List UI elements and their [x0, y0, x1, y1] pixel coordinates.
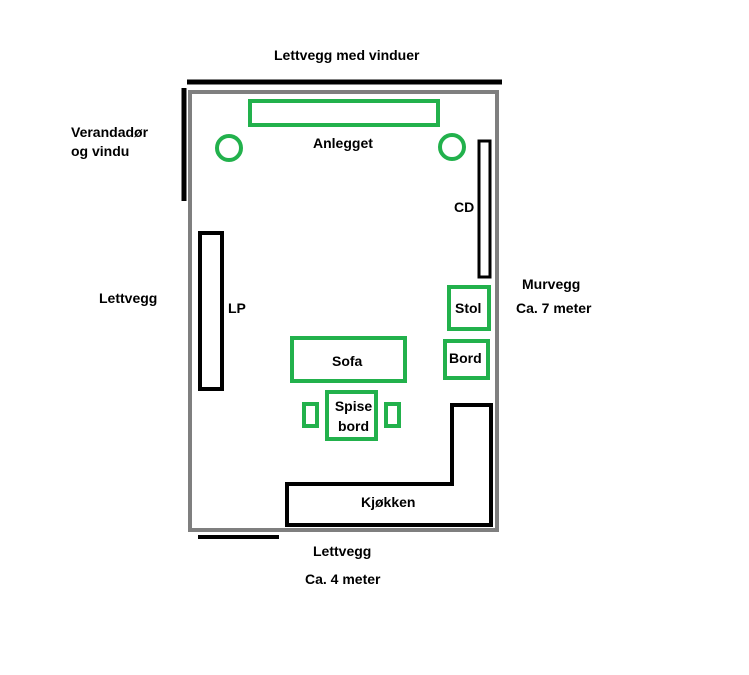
stereo-cabinet — [248, 99, 440, 127]
bottom-wall-label: Lettvegg — [313, 543, 372, 559]
right-wall-label: Murvegg — [522, 276, 581, 292]
stereo-label: Anlegget — [313, 135, 373, 151]
dining-chair-right — [384, 402, 401, 428]
dining-label-line1: Spise — [334, 398, 373, 414]
lp-label: LP — [228, 300, 246, 316]
cd-label: CD — [454, 199, 475, 215]
chair — [447, 285, 491, 331]
lp-shelf — [198, 231, 224, 391]
dining-label-line2: bord — [337, 418, 370, 434]
side-table — [443, 339, 490, 380]
right-length-label: Ca. 7 meter — [516, 300, 592, 316]
kitchen-counter — [285, 403, 493, 527]
cd-shelf — [477, 139, 492, 279]
right-speaker — [438, 133, 466, 161]
room-outline — [188, 90, 499, 532]
sofa — [290, 336, 407, 383]
left-speaker — [215, 134, 243, 162]
veranda-label-line2: og vindu — [71, 143, 130, 159]
top-wall-label: Lettvegg med vinduer — [274, 47, 420, 63]
dining-table — [325, 390, 378, 441]
dining-chair-left — [302, 402, 319, 428]
bottom-length-label: Ca. 4 meter — [305, 571, 381, 587]
chair-label: Stol — [455, 300, 482, 316]
sofa-label: Sofa — [332, 353, 363, 369]
left-wall-label: Lettvegg — [99, 290, 158, 306]
veranda-label-line1: Verandadør — [71, 124, 149, 140]
table-label: Bord — [449, 350, 482, 366]
kitchen-label: Kjøkken — [361, 494, 416, 510]
